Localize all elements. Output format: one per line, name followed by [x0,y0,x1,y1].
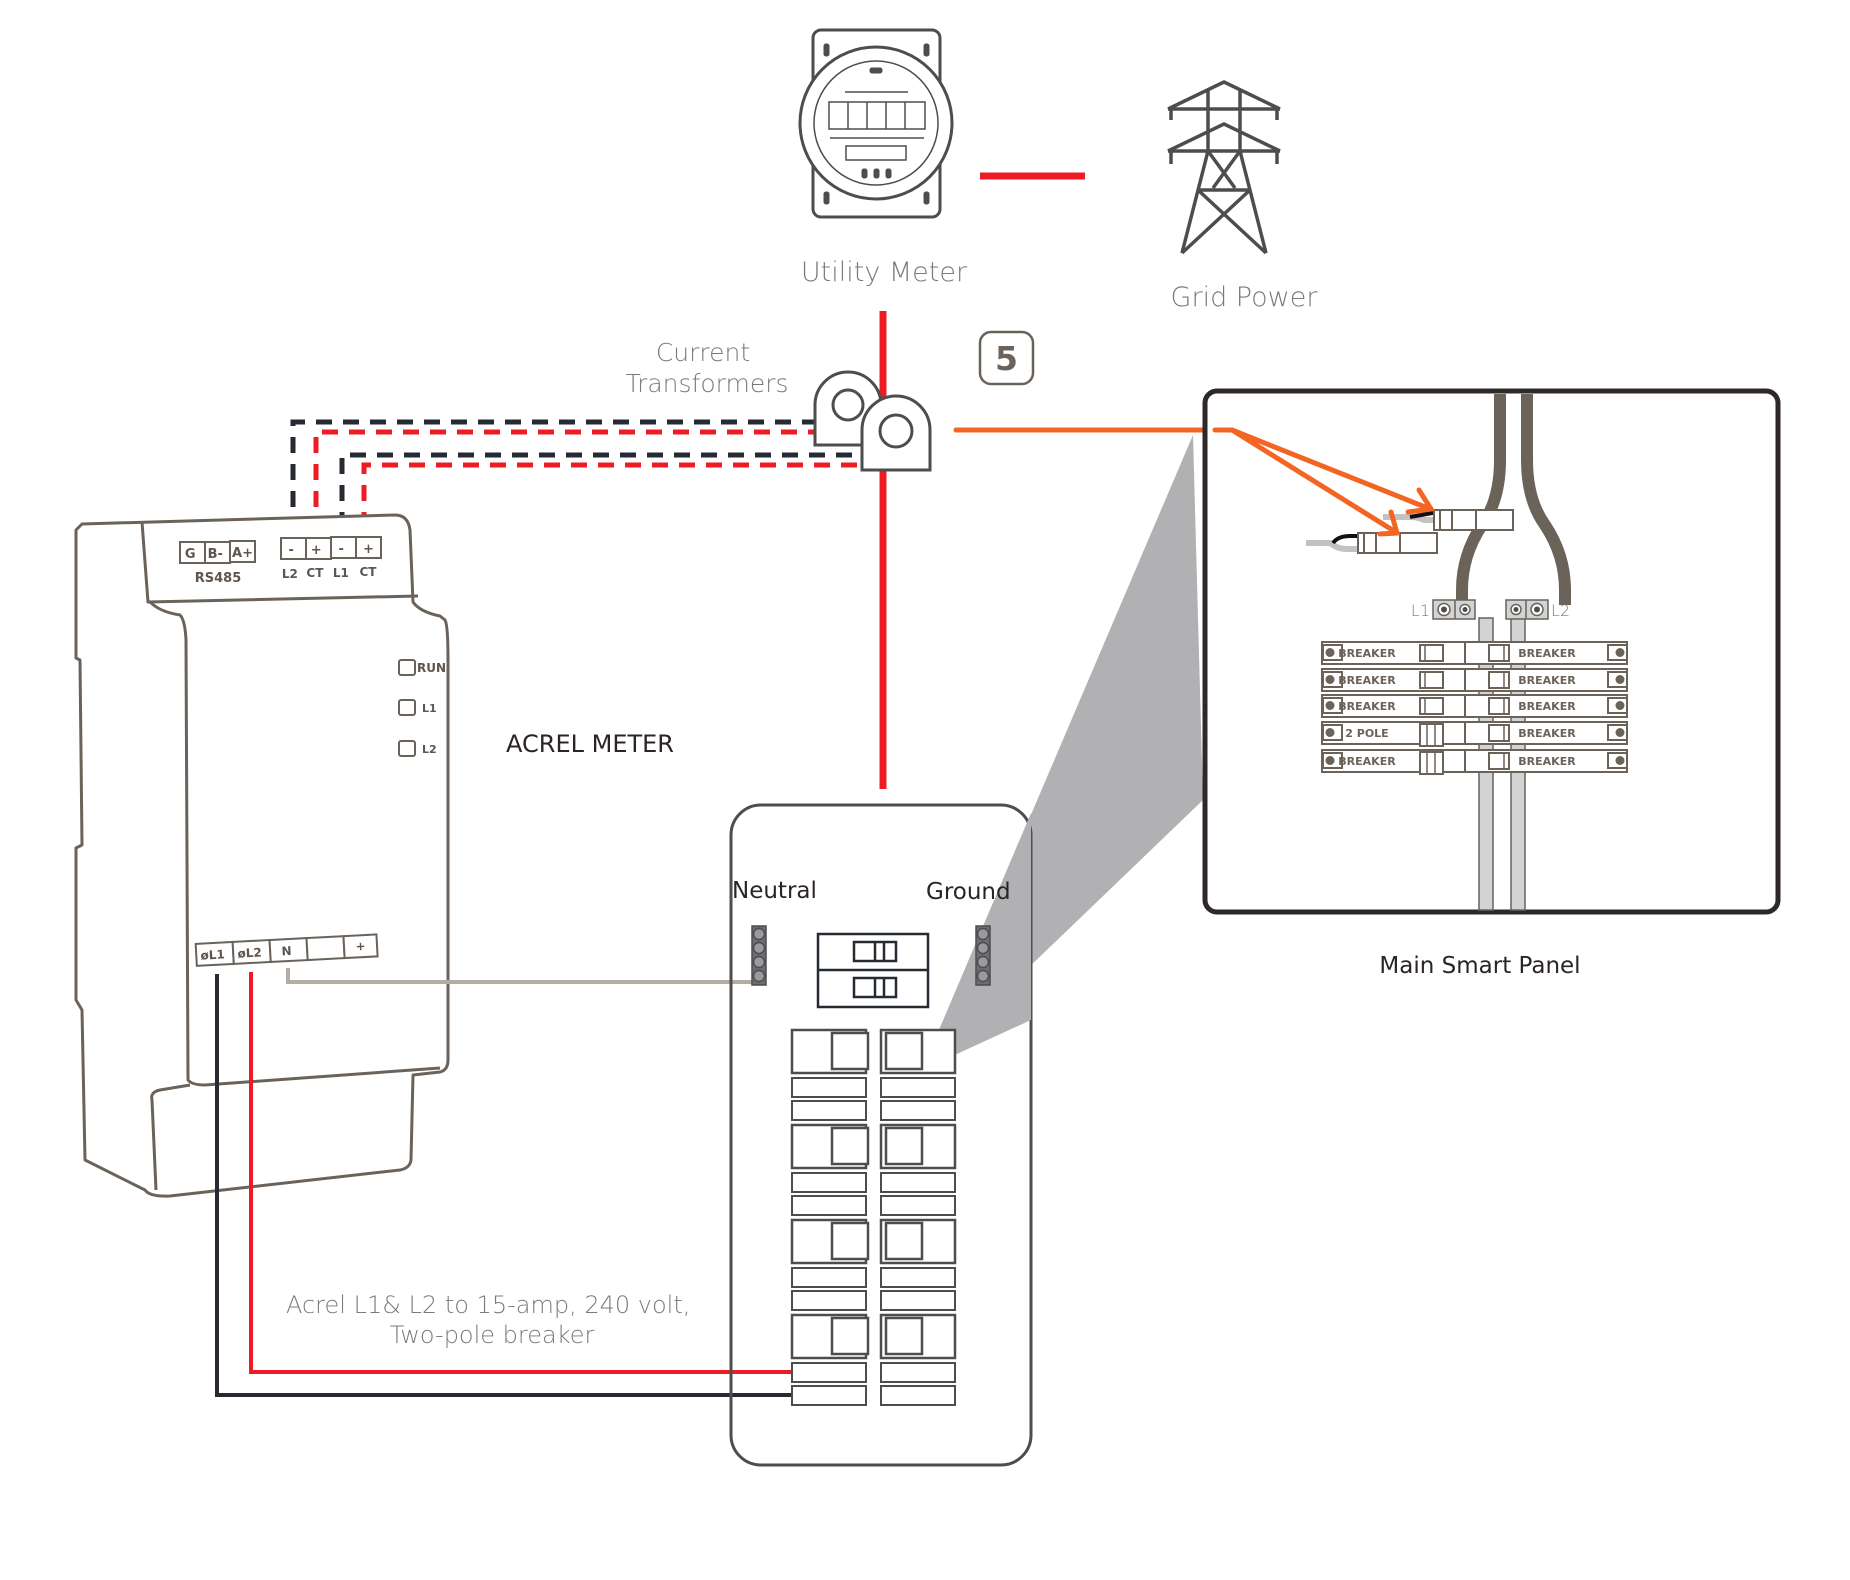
terminal-a-plus: A+ [232,546,253,561]
ground-bus-bar [975,925,991,986]
utility-meter-icon [798,28,954,219]
inset-breaker-label: BREAKER [1518,755,1576,768]
branch-breaker [879,1028,957,1121]
inset-breaker-label: 2 POLE [1345,727,1388,740]
ground-label: Ground [926,879,1011,905]
acrel-meter-device [74,513,450,1198]
main-smart-panel-label: Main Smart Panel [1379,953,1580,979]
svg-text:G B- A+: G B- A+ [185,546,253,562]
svg-text:L2 CT L1 CT: L2 CT L1 CT [282,565,377,581]
step-badge: 5 [978,330,1035,386]
transmission-tower-icon [1167,80,1281,255]
svg-text:L1: L1 [422,702,437,715]
utility-meter-label: Utility Meter [801,257,968,288]
rs485-label: RS485 [195,571,242,586]
ct-terminal-block: - + - + L2 CT L1 CT [280,536,382,581]
inset-breaker-left: BREAKER [1321,694,1485,718]
inset-breaker-label: BREAKER [1338,647,1396,660]
svg-text:L2: L2 [422,743,437,756]
terminal-b-minus: B- [208,547,223,562]
meter-indicators: RUN L1 L2 [398,659,446,757]
ct-lead-l2-black [290,419,826,534]
branch-breaker [790,1123,870,1216]
inset-breaker-label: BREAKER [1518,700,1576,713]
ct-lead-l2-red [313,429,826,534]
rs485-terminal-block: G B- A+ RS485 [179,540,256,586]
l1-lug-block [1432,599,1476,620]
neutral-wire [286,968,752,984]
inset-ct-clamp-l1 [1306,532,1438,554]
l2-indicator [398,740,416,757]
inset-breaker-label: BREAKER [1518,727,1576,740]
current-transformers-label: Current Transformers [625,338,788,398]
main-breaker [816,932,930,1009]
branch-breaker [879,1123,957,1216]
svg-text:5: 5 [995,339,1018,378]
ct-pointer-arrows [1212,427,1436,537]
ct-lead-wires [290,419,876,534]
inset-breaker-rows: BREAKER BREAKER BREAKER BREAKER BREAKER BREAK… [1321,641,1628,775]
inset-breaker-left: BREAKER [1321,749,1485,775]
run-indicator [398,659,416,676]
l2-bus-label: L2 [1551,601,1570,620]
inset-breaker-right: BREAKER [1464,694,1628,718]
l1-bus-label: L1 [1411,601,1430,620]
power-terminal-block: øL1 øL2 N + [194,933,379,967]
inset-breaker-right: BREAKER [1464,641,1628,665]
acrel-meter-label: ACREL METER [506,730,674,758]
inset-breaker-right: BREAKER [1464,721,1628,745]
branch-breaker [790,1028,870,1121]
branch-breaker [879,1313,957,1406]
l2-lug-block [1505,599,1549,620]
inset-breaker-label: BREAKER [1518,647,1576,660]
inset-breaker-right: BREAKER [1464,668,1628,692]
branch-breaker [879,1218,957,1311]
inset-ct-clamp-l2 [1383,509,1514,531]
svg-text:RUN: RUN [417,661,446,675]
inset-breaker-left: BREAKER [1321,641,1485,665]
current-transformer-2-icon [860,394,932,472]
grid-power-label: Grid Power [1171,282,1319,313]
inset-breaker-right: BREAKER [1464,749,1628,773]
ct-lead-l1-red [361,462,876,528]
terminal-g: G [185,547,196,562]
branch-breaker [790,1313,870,1406]
l1-black-wire [215,974,822,1397]
inset-breaker-label: BREAKER [1338,674,1396,687]
l1-indicator [398,699,416,716]
inset-breaker-label: BREAKER [1518,674,1576,687]
inset-breaker-left: BREAKER [1321,668,1485,692]
inset-breaker-label: BREAKER [1338,700,1396,713]
service-panel-outline [729,803,1033,1467]
l2-red-wire [249,972,822,1374]
branch-breakers [790,1028,957,1406]
inset-breaker-left: 2 POLE [1321,721,1485,747]
svg-text:øL1 øL2 N: øL1 øL2 N + [200,939,366,963]
neutral-label: Neutral [732,878,817,904]
neutral-bus-bar [751,925,767,986]
svg-text:- + - +: - + - + [289,542,374,558]
breaker-note: Acrel L1& L2 to 15-amp, 240 volt, Two-po… [286,1291,698,1349]
inset-breaker-label: BREAKER [1338,755,1396,768]
branch-breaker [790,1218,870,1311]
